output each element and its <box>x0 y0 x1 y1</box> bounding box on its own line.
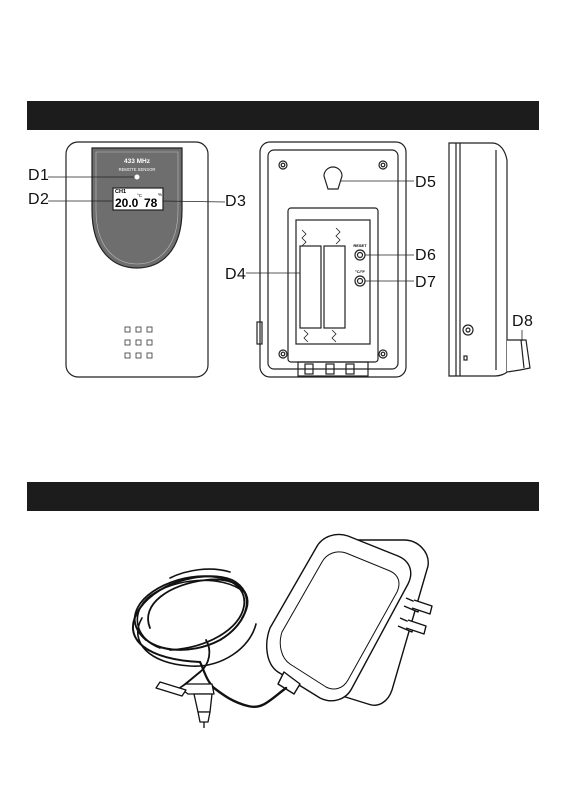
lcd-humidity: 78 <box>144 196 158 210</box>
lcd-temperature: 20.0 <box>115 196 139 210</box>
lcd-channel: CH1 <box>115 189 126 195</box>
led-indicator <box>135 175 140 180</box>
lcd-temp-unit: °C <box>137 193 143 198</box>
frequency-label: 433 MHz <box>124 158 151 165</box>
sensor-back-view <box>257 142 406 377</box>
sensor-side-view <box>449 143 530 376</box>
ac-adapter <box>267 535 432 706</box>
dc-plug <box>156 682 214 728</box>
product-label: REMOTE SENSOR <box>119 167 156 172</box>
unit-button-label: °C/°F <box>355 269 365 274</box>
stand-leg <box>507 340 530 372</box>
reset-button-label: RESET <box>353 243 367 248</box>
wall-mount-keyhole <box>324 167 342 189</box>
lcd-humidity-unit: % <box>158 192 162 197</box>
